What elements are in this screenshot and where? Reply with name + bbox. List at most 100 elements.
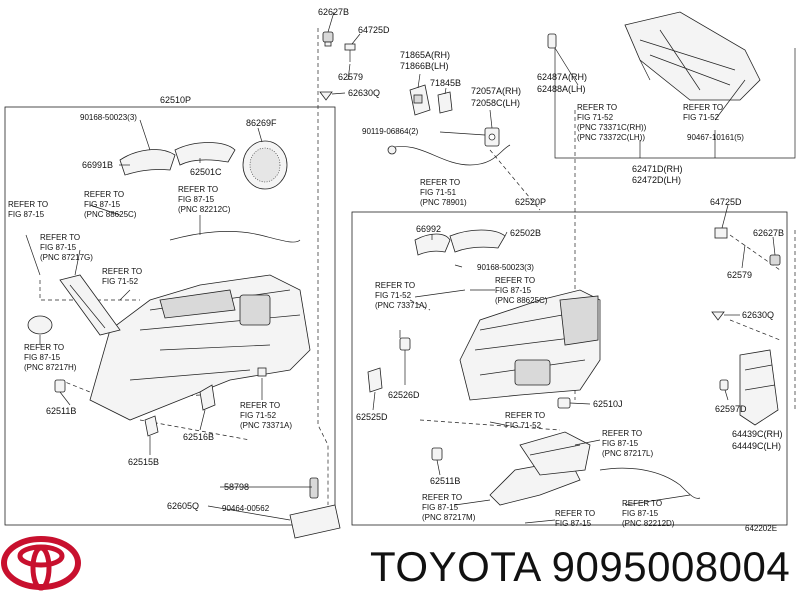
clip-62511b-r	[431, 447, 443, 461]
clip-62627b-r	[769, 254, 781, 266]
label-71865a: 71865A(RH)	[400, 50, 450, 60]
clip-62630q-r	[711, 311, 725, 321]
clip-73371a-left	[257, 367, 267, 377]
label-72057a: 72057A(RH)	[471, 86, 521, 96]
label-90168-top: 90168-50023(3)	[80, 113, 137, 122]
label-62579-top: 62579	[338, 72, 363, 82]
label-90464: 90464-00562	[222, 504, 270, 513]
label-90467: 90467-10161(5)	[687, 133, 744, 142]
label-64725d-top: 64725D	[358, 25, 390, 35]
clip-62627b-top	[322, 31, 334, 47]
bracket-71845b	[437, 91, 453, 114]
label-71866b: 71866B(LH)	[400, 61, 449, 71]
label-62520p: 62520P	[515, 197, 546, 207]
label-62516b: 62516B	[183, 432, 214, 442]
guide-left-1	[39, 280, 140, 301]
duct-87217l	[519, 431, 591, 476]
label-72058c: 72058C(LH)	[471, 98, 520, 108]
guide-left-center	[317, 28, 329, 505]
label-62627b-r: 62627B	[753, 228, 784, 238]
label-62510p: 62510P	[160, 95, 191, 105]
clip-62526d	[399, 337, 411, 351]
left-assembly-frame	[4, 106, 336, 526]
clip-62630q-top	[319, 91, 333, 101]
guide-left-3	[139, 419, 251, 441]
guide-right-4	[729, 319, 781, 341]
label-86269f: 86269F	[246, 118, 277, 128]
harness-82212d	[599, 467, 701, 499]
label-90119: 90119-06864(2)	[362, 127, 419, 136]
figure-code: 642202E	[745, 524, 777, 533]
cover-66992	[414, 233, 451, 256]
clip-62515b	[144, 415, 159, 437]
label-62488a: 62488A(LH)	[537, 84, 586, 94]
harness-82212c	[169, 231, 301, 243]
upper-right-bracket	[554, 48, 796, 159]
label-62511b-r: 62511B	[430, 476, 460, 486]
label-90168-mid: 90168-50023(3)	[477, 263, 534, 272]
clip-62516b	[199, 384, 216, 411]
label-71845b: 71845B	[430, 78, 461, 88]
brand-part-number: TOYOTA 9095008004	[370, 543, 791, 590]
clip-62525d	[367, 367, 383, 393]
label-62630q-r: 62630Q	[742, 310, 774, 320]
label-62597d: 62597D	[715, 404, 747, 414]
label-62630q-top: 62630Q	[348, 88, 380, 98]
label-62605q: 62605Q	[167, 501, 199, 511]
clip-62597d	[719, 379, 729, 391]
cover-62501c	[174, 142, 236, 166]
label-64449c: 64449C(LH)	[732, 441, 781, 451]
label-62515b: 62515B	[128, 457, 159, 467]
clip-62510j	[557, 397, 571, 409]
label-62487a: 62487A(RH)	[537, 72, 587, 82]
trim-panel-62510p	[89, 274, 311, 421]
label-62502b: 62502B	[510, 228, 541, 238]
label-62472d: 62472D(LH)	[632, 175, 681, 185]
label-62501c: 62501C	[190, 167, 222, 177]
cover-62605q	[289, 477, 341, 539]
bracket-71865a	[409, 84, 431, 116]
clip-64725d-top	[344, 43, 356, 62]
clip-62487a	[547, 33, 557, 49]
speaker-grille-86269f	[242, 140, 288, 190]
wire-harness-78901	[387, 144, 511, 166]
part-labels: 62627B 64725D 62579 62630Q 62510P 90168-…	[46, 7, 784, 533]
clip-64725d-r	[714, 227, 728, 239]
bracket-62471d	[624, 11, 761, 101]
guide-right-2	[419, 419, 561, 431]
right-assembly-frame	[351, 211, 788, 526]
label-62510j: 62510J	[593, 399, 623, 409]
label-62579-r: 62579	[727, 270, 752, 280]
duct-87217g	[59, 274, 121, 336]
trim-panel-62520p	[459, 289, 601, 401]
label-66992: 66992	[416, 224, 441, 234]
guide-right-1	[409, 299, 431, 311]
clip-62511b-l	[54, 379, 66, 393]
guide-clip	[489, 149, 541, 211]
label-62511b-l: 62511B	[46, 406, 76, 416]
label-62525d: 62525D	[356, 412, 388, 422]
leader-lines	[25, 11, 776, 524]
cover-66991b	[119, 149, 176, 176]
cover-62502b	[449, 229, 506, 253]
label-64439c: 64439C(RH)	[732, 429, 783, 439]
label-62526d: 62526D	[388, 390, 420, 400]
duct-87217h	[27, 315, 53, 335]
